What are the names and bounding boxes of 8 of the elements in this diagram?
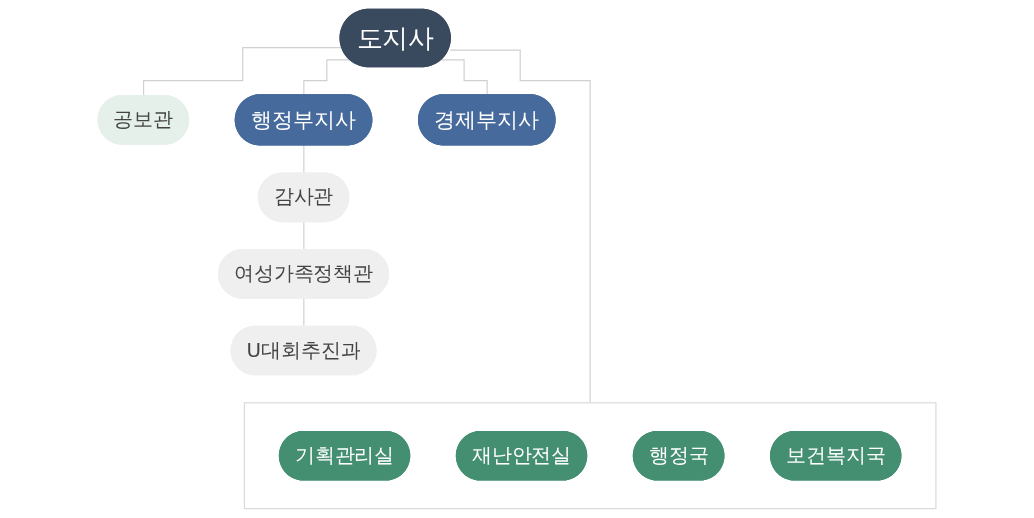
connector bbox=[303, 298, 305, 328]
connector bbox=[303, 59, 351, 96]
connector bbox=[440, 59, 488, 96]
connector bbox=[303, 145, 305, 175]
connector bbox=[449, 49, 591, 404]
connector bbox=[303, 221, 305, 251]
cluster bbox=[243, 402, 937, 510]
connector bbox=[143, 47, 343, 97]
